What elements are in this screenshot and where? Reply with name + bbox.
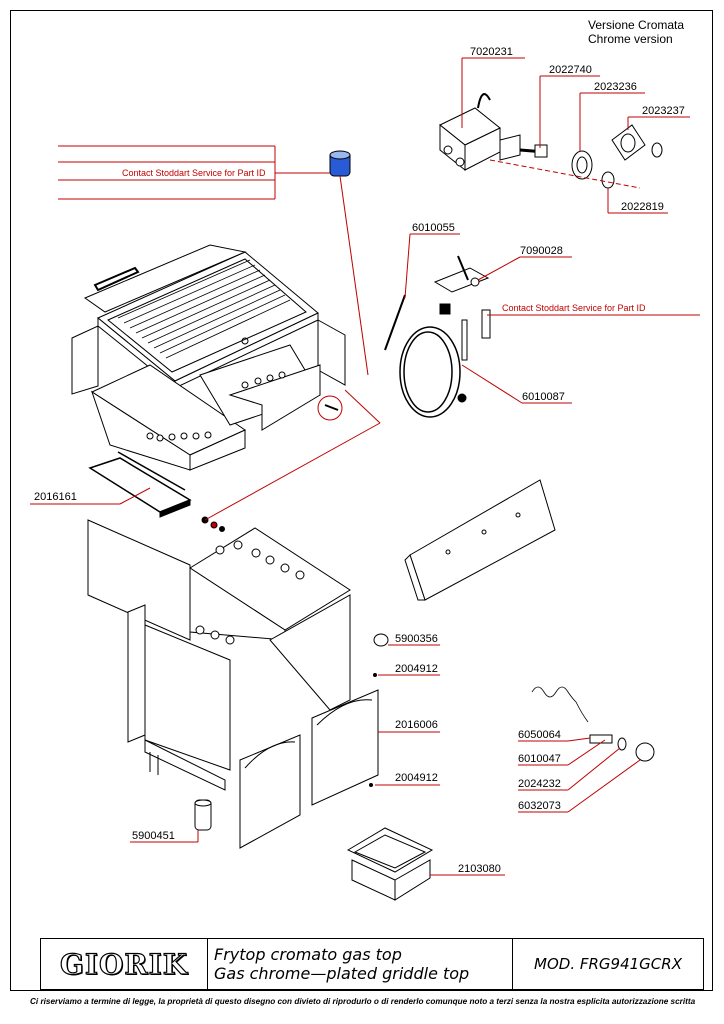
description-english: Gas chrome—plated griddle top bbox=[214, 964, 470, 983]
part-label-5900356: 5900356 bbox=[395, 633, 438, 645]
part-label-2024232: 2024232 bbox=[518, 778, 561, 790]
part-label-6010055: 6010055 bbox=[412, 222, 455, 234]
version-header: Versione Cromata Chrome version bbox=[588, 18, 684, 46]
small-cap bbox=[373, 633, 389, 647]
left-side-panel bbox=[87, 519, 191, 641]
screw-dot bbox=[369, 673, 377, 787]
part-label-2004912-upper: 2004912 bbox=[395, 663, 438, 675]
adjustable-foot bbox=[194, 799, 212, 831]
part-label-6050064: 6050064 bbox=[518, 729, 561, 741]
part-label-5900451: 5900451 bbox=[132, 830, 175, 842]
pilot-burner bbox=[433, 255, 491, 361]
injector-detail bbox=[317, 395, 343, 421]
part-label-6010047: 6010047 bbox=[518, 753, 561, 765]
fat-tray bbox=[90, 364, 247, 471]
knob-bezel bbox=[571, 150, 593, 180]
control-knob-icon bbox=[329, 150, 351, 177]
drawer-front bbox=[88, 451, 192, 518]
part-label-2023237: 2023237 bbox=[642, 105, 685, 117]
part-label-2016006: 2016006 bbox=[395, 719, 438, 731]
header-english: Chrome version bbox=[588, 32, 673, 46]
part-label-2016161: 2016161 bbox=[34, 491, 77, 503]
knob-base bbox=[611, 124, 663, 161]
part-label-7090028: 7090028 bbox=[520, 245, 563, 257]
part-label-6010087: 6010087 bbox=[522, 391, 565, 403]
header-italian: Versione Cromata bbox=[588, 18, 685, 32]
valve-spindle bbox=[519, 144, 548, 158]
drawing-frame bbox=[10, 10, 713, 991]
piezo-ignition bbox=[531, 686, 655, 762]
part-label-7020231: 7020231 bbox=[470, 46, 513, 58]
product-description: Frytop cromato gas top Gas chrome—plated… bbox=[208, 939, 513, 989]
model-number: MOD. FRG941GCRX bbox=[534, 955, 682, 973]
knob-ring bbox=[601, 171, 615, 189]
door-right bbox=[311, 689, 379, 806]
title-block: GIORIK Frytop cromato gas top Gas chrome… bbox=[40, 938, 704, 990]
thermocouple bbox=[384, 294, 467, 418]
side-frame bbox=[71, 319, 346, 395]
grease-container bbox=[346, 827, 434, 901]
door-left bbox=[239, 734, 301, 849]
description-italian: Frytop cromato gas top bbox=[214, 945, 402, 964]
drawer-screws bbox=[201, 516, 225, 532]
contact-note-1: Contact Stoddart Service for Part ID bbox=[122, 168, 266, 178]
gas-valve-assembly bbox=[439, 93, 521, 172]
part-label-2022819: 2022819 bbox=[621, 201, 664, 213]
part-label-2022740: 2022740 bbox=[549, 64, 592, 76]
part-label-2103080: 2103080 bbox=[458, 863, 501, 875]
splash-guard bbox=[83, 244, 247, 313]
part-label-2023236: 2023236 bbox=[594, 81, 637, 93]
burner-box bbox=[199, 344, 321, 431]
brand-logo: GIORIK bbox=[41, 939, 208, 989]
cabinet-body bbox=[127, 594, 351, 791]
control-panel bbox=[404, 479, 556, 601]
contact-note-2: Contact Stoddart Service for Part ID bbox=[502, 303, 646, 313]
part-label-6032073: 6032073 bbox=[518, 800, 561, 812]
part-label-2004912-lower: 2004912 bbox=[395, 772, 438, 784]
logo-text: GIORIK bbox=[59, 947, 189, 981]
copyright-footer: Ci riserviamo a termine di legge, la pro… bbox=[30, 997, 696, 1006]
